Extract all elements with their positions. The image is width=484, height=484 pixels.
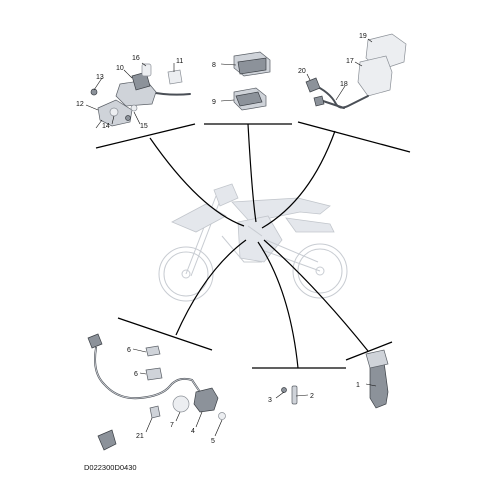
callout-18: 18 xyxy=(340,81,348,88)
parts-group-bottom-right xyxy=(365,349,389,409)
diagram-code: D022300D0430 xyxy=(84,463,137,472)
callout-14: 14 xyxy=(102,123,110,130)
callout-5: 5 xyxy=(211,438,215,445)
callout-8: 8 xyxy=(212,62,216,69)
callout-labels: 1 2 3 4 5 6 6 7 8 9 10 11 12 13 14 15 16… xyxy=(76,33,367,445)
motorcycle-illustration xyxy=(158,183,348,302)
callout-6-upper: 6 xyxy=(127,347,131,354)
callout-leaders xyxy=(85,38,377,437)
callout-2: 2 xyxy=(310,393,314,400)
parts-group-top-right xyxy=(305,33,407,109)
parts-group-bottom-center xyxy=(281,385,298,405)
callout-13: 13 xyxy=(96,74,104,81)
callout-12: 12 xyxy=(76,101,84,108)
callout-3: 3 xyxy=(268,397,272,404)
callout-7: 7 xyxy=(170,422,174,429)
callout-15: 15 xyxy=(140,123,148,130)
parts-group-top-center xyxy=(233,51,271,111)
callout-9: 9 xyxy=(212,99,216,106)
parts-group-bottom-left xyxy=(87,333,226,451)
parts-group-top-left xyxy=(90,63,191,129)
callout-guides xyxy=(95,121,411,369)
callout-19: 19 xyxy=(359,33,367,40)
callout-21: 21 xyxy=(136,433,144,440)
callout-1: 1 xyxy=(356,382,360,389)
callout-4: 4 xyxy=(191,428,195,435)
callout-10: 10 xyxy=(116,65,124,72)
callout-16: 16 xyxy=(132,55,140,62)
callout-11: 11 xyxy=(176,58,183,65)
callout-6-lower: 6 xyxy=(134,371,138,378)
callout-20: 20 xyxy=(298,68,306,75)
callout-17: 17 xyxy=(346,58,354,65)
